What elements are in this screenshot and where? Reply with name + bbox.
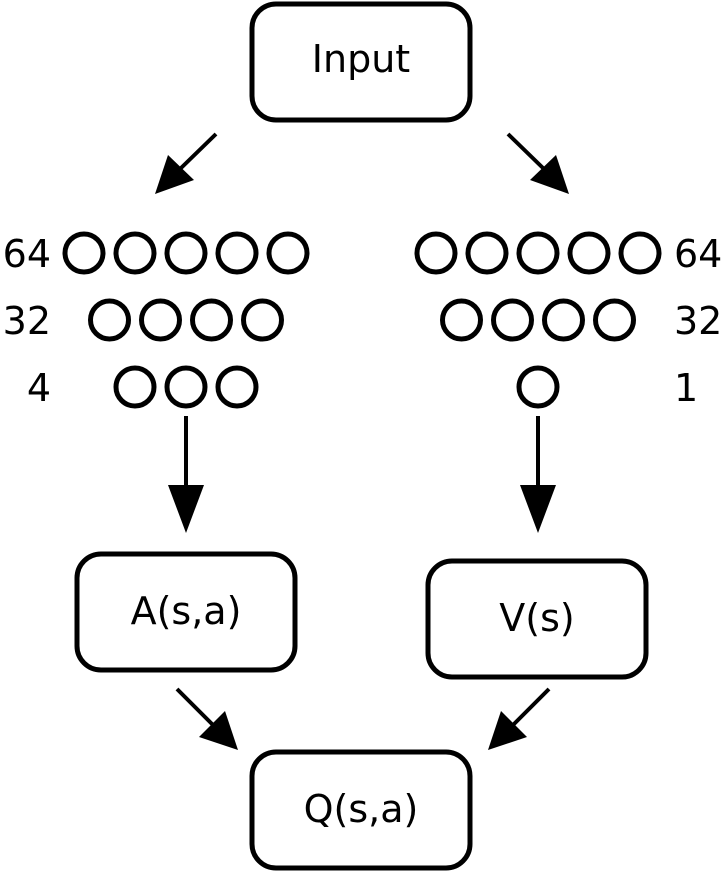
value-layer-2-neuron [491, 298, 534, 342]
value-layer-1-neuron [414, 231, 458, 275]
value-layer-1-size-label: 64 [674, 232, 722, 276]
advantage-layer-3-size-label: 4 [27, 366, 51, 410]
input-label: Input [312, 37, 410, 81]
advantage-layer-1-size-label: 64 [3, 232, 51, 276]
advantage-layer-1-neuron [215, 231, 259, 275]
advantage-layer-3-neuron [215, 365, 259, 409]
value-layer-1-neuron [618, 231, 662, 275]
value-layer-2-size-label: 32 [674, 299, 722, 343]
q-value-node: Q(s,a) [249, 749, 473, 871]
advantage-layer-3-neuron [164, 365, 208, 409]
advantage-layer-2-neuron [88, 298, 131, 342]
value-layer-3-neuron [516, 365, 560, 409]
value-layer-1-neuron [516, 231, 560, 275]
value-layer-2-neuron [542, 298, 585, 342]
arrow-advantage-to-q [175, 687, 238, 750]
q-value-label: Q(s,a) [304, 787, 419, 831]
value-node: V(s) [425, 558, 649, 680]
advantage-layer-1-neuron [113, 231, 157, 275]
advantage-layer-1-neuron [164, 231, 208, 275]
advantage-stream-layers: 64 32 4 [3, 231, 310, 410]
value-layer-3-size-label: 1 [674, 366, 698, 410]
value-layer-2-neuron [440, 298, 483, 342]
advantage-layer-3-neuron [113, 365, 157, 409]
value-layer-2-neuron [593, 298, 636, 342]
advantage-layer-2-neuron [139, 298, 182, 342]
advantage-layer-1-neuron [62, 231, 106, 275]
value-layer-1-neuron [567, 231, 611, 275]
advantage-layer-2-neuron [190, 298, 233, 342]
advantage-layer-2-size-label: 32 [3, 299, 51, 343]
arrow-value-layers-to-box [520, 416, 556, 533]
arrow-input-to-advantage [155, 132, 218, 194]
advantage-layer-2-neuron [241, 298, 284, 342]
advantage-node: A(s,a) [74, 551, 298, 673]
value-stream-layers: 64 32 1 [414, 231, 722, 410]
input-node: Input [249, 1, 473, 123]
value-label: V(s) [499, 596, 574, 640]
arrow-value-to-q [488, 687, 551, 750]
advantage-label: A(s,a) [131, 589, 242, 633]
value-layer-1-neuron [465, 231, 509, 275]
advantage-layer-1-neuron [266, 231, 310, 275]
arrow-advantage-layers-to-box [168, 416, 204, 533]
arrow-input-to-value [506, 132, 569, 194]
